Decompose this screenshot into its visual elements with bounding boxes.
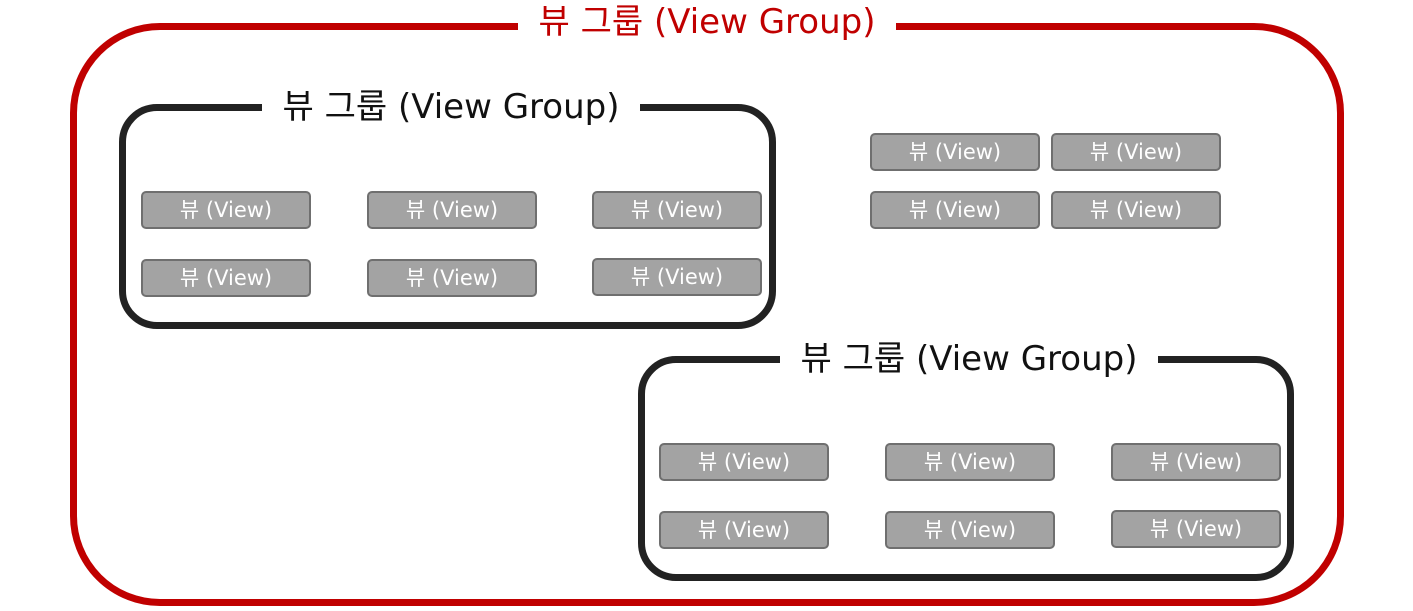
inner-view-group-bottom-right-title: 뷰 그룹 (View Group) xyxy=(780,339,1158,379)
view-box: 뷰 (View) xyxy=(870,191,1040,229)
view-box: 뷰 (View) xyxy=(1111,510,1281,548)
view-box: 뷰 (View) xyxy=(1111,443,1281,481)
view-box: 뷰 (View) xyxy=(141,191,311,229)
view-box: 뷰 (View) xyxy=(885,511,1055,549)
view-box: 뷰 (View) xyxy=(659,443,829,481)
view-box: 뷰 (View) xyxy=(592,258,762,296)
view-box: 뷰 (View) xyxy=(592,191,762,229)
view-box: 뷰 (View) xyxy=(1051,191,1221,229)
view-box: 뷰 (View) xyxy=(870,133,1040,171)
view-box: 뷰 (View) xyxy=(1051,133,1221,171)
view-box: 뷰 (View) xyxy=(367,259,537,297)
view-box: 뷰 (View) xyxy=(659,511,829,549)
view-box: 뷰 (View) xyxy=(367,191,537,229)
view-box: 뷰 (View) xyxy=(141,259,311,297)
view-box: 뷰 (View) xyxy=(885,443,1055,481)
outer-view-group-title: 뷰 그룹 (View Group) xyxy=(518,2,896,42)
inner-view-group-top-left-title: 뷰 그룹 (View Group) xyxy=(262,87,640,127)
